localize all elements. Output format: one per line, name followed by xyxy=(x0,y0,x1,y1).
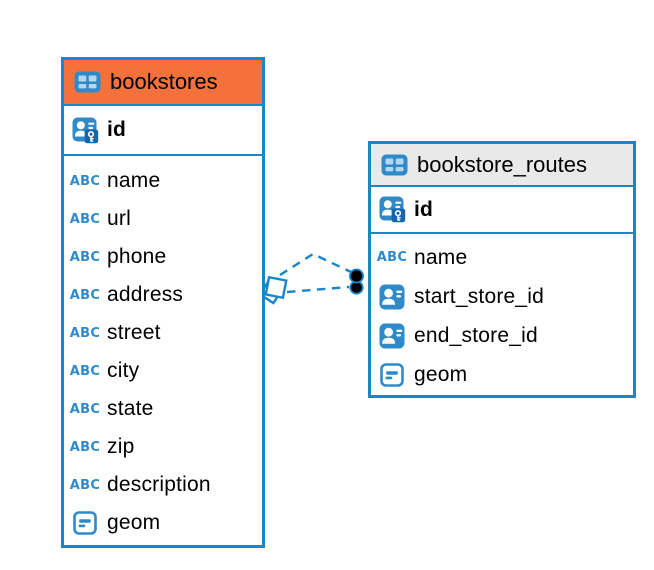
column-row[interactable]: ABC street xyxy=(64,314,262,352)
column-row[interactable]: ABC description xyxy=(64,466,262,504)
column-row[interactable]: ABC name xyxy=(371,238,633,277)
table-title: bookstore_routes xyxy=(417,151,587,177)
column-name: geom xyxy=(414,362,468,386)
column-row[interactable]: ABC city xyxy=(64,352,262,390)
column-name: name xyxy=(107,169,161,192)
column-name: start_store_id xyxy=(414,284,545,308)
column-name: end_store_id xyxy=(414,323,538,347)
table-title: bookstores xyxy=(110,69,218,94)
column-row[interactable]: end_store_id xyxy=(371,316,633,355)
relationship-line[interactable] xyxy=(286,285,350,294)
foreign-key-reference-icon xyxy=(378,284,406,310)
column-name: id xyxy=(107,118,127,141)
column-row[interactable]: ABC address xyxy=(64,276,262,314)
column-name: city xyxy=(107,359,140,382)
column-row[interactable]: ABC name xyxy=(64,162,262,200)
column-name: zip xyxy=(107,435,135,458)
column-name: address xyxy=(107,283,184,306)
primary-key-icon xyxy=(71,117,99,144)
column-row[interactable]: ABC phone xyxy=(64,238,262,276)
columns-section: ABC name ABC url ABC phone ABC address A… xyxy=(64,156,262,542)
column-row[interactable]: ABC state xyxy=(64,390,262,428)
column-name: id xyxy=(414,197,434,221)
columns-section: ABC name start_store_id end_store_id geo… xyxy=(371,234,633,394)
text-type-icon: ABC xyxy=(376,250,408,265)
entity-table-bookstore-routes[interactable]: bookstore_routes id ABC name start_store… xyxy=(368,141,636,398)
text-type-icon: ABC xyxy=(69,325,101,341)
column-name: description xyxy=(107,473,211,496)
text-type-icon: ABC xyxy=(69,173,101,189)
column-row[interactable]: geom xyxy=(371,355,633,394)
text-type-icon: ABC xyxy=(69,363,101,379)
column-name: phone xyxy=(107,245,167,268)
foreign-key-reference-icon xyxy=(378,323,406,349)
geometry-type-icon xyxy=(71,511,99,535)
text-type-icon: ABC xyxy=(69,287,101,303)
relationship-dot-marker xyxy=(348,268,364,295)
column-name: name xyxy=(414,245,468,269)
text-type-icon: ABC xyxy=(69,211,101,227)
column-name: street xyxy=(107,321,161,344)
primary-key-icon xyxy=(378,196,406,223)
column-name: url xyxy=(107,207,131,230)
table-header[interactable]: bookstores xyxy=(64,60,262,106)
table-icon xyxy=(73,71,101,93)
entity-table-bookstores[interactable]: bookstores id ABC name ABC url ABC phone… xyxy=(61,57,265,548)
column-row[interactable]: start_store_id xyxy=(371,277,633,316)
table-icon xyxy=(380,154,408,176)
relationship-diamond-marker xyxy=(258,275,288,305)
column-name: geom xyxy=(107,511,161,534)
table-header[interactable]: bookstore_routes xyxy=(371,144,633,187)
text-type-icon: ABC xyxy=(69,477,101,493)
column-row[interactable]: ABC url xyxy=(64,200,262,238)
geometry-type-icon xyxy=(378,362,406,387)
column-row[interactable]: geom xyxy=(64,504,262,542)
column-row[interactable]: ABC zip xyxy=(64,428,262,466)
text-type-icon: ABC xyxy=(69,249,101,265)
text-type-icon: ABC xyxy=(69,439,101,455)
primary-key-row[interactable]: id xyxy=(371,187,633,234)
column-name: state xyxy=(107,397,154,420)
text-type-icon: ABC xyxy=(69,401,101,417)
relationship-line[interactable] xyxy=(279,252,352,277)
primary-key-row[interactable]: id xyxy=(64,106,262,156)
